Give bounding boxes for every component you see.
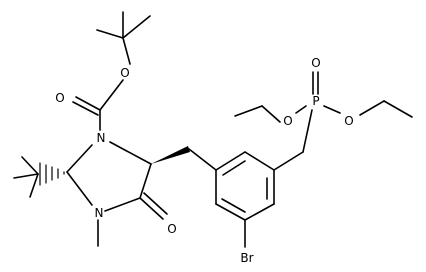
atom-label-o-ethoxy-right: O xyxy=(344,114,353,128)
atom-label-o-ester: O xyxy=(120,66,129,80)
atom-label-n1: N xyxy=(97,131,106,145)
hashed-bond xyxy=(39,162,65,186)
bond xyxy=(21,156,39,175)
bond xyxy=(215,151,246,171)
wedge-bond xyxy=(151,146,190,164)
bond xyxy=(66,171,93,206)
bond xyxy=(72,101,99,116)
atom-label-p: P xyxy=(312,94,319,108)
bond xyxy=(273,151,304,171)
bond xyxy=(66,144,93,173)
bond xyxy=(99,79,124,111)
atom-label-o-carbonyl: O xyxy=(55,91,64,105)
bond xyxy=(139,197,164,220)
bond xyxy=(359,100,385,116)
bond xyxy=(244,203,275,221)
bond xyxy=(188,148,217,171)
bond xyxy=(13,173,39,179)
bond xyxy=(222,160,246,176)
bond xyxy=(139,163,152,199)
atom-label-n3: N xyxy=(95,206,104,220)
bond xyxy=(302,109,313,153)
bond xyxy=(323,105,341,114)
bond xyxy=(244,151,275,171)
bond xyxy=(29,173,39,198)
atom-labels: O O N N O O P O O Br xyxy=(55,56,353,265)
bond xyxy=(143,192,168,215)
bond xyxy=(221,198,246,213)
bond xyxy=(234,105,263,117)
bonds xyxy=(13,11,413,248)
atom-label-o-ethoxy-left: O xyxy=(283,114,292,128)
bond xyxy=(75,96,101,111)
bond xyxy=(383,100,413,118)
atom-label-br: Br xyxy=(240,251,253,265)
bond xyxy=(122,37,131,65)
bond xyxy=(295,105,307,114)
bond xyxy=(122,15,151,39)
bond xyxy=(215,203,246,221)
atom-label-o-ketone: O xyxy=(167,222,176,236)
bond xyxy=(96,29,124,39)
bond xyxy=(104,197,141,212)
bond xyxy=(261,105,281,123)
atom-label-o-phosphoryl: O xyxy=(311,56,320,70)
bond xyxy=(109,141,152,165)
